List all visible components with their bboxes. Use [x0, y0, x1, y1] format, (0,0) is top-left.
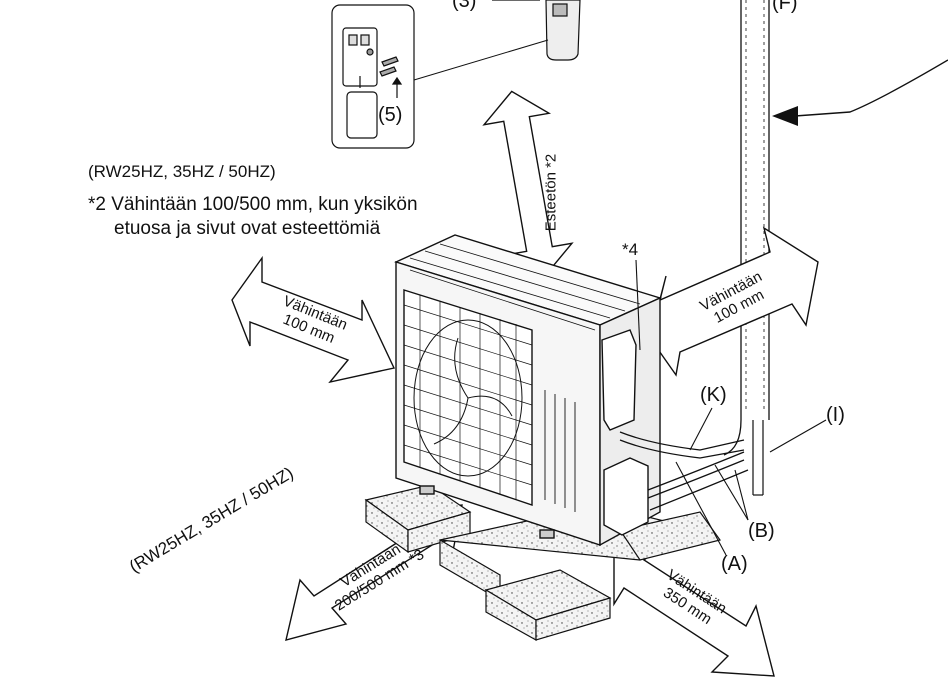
left-clearance-arrow	[231, 255, 396, 384]
label-a: (A)	[721, 553, 748, 575]
label-f: (F)	[772, 0, 798, 14]
label-k: (K)	[700, 384, 727, 406]
vertical-pipe	[723, 0, 770, 456]
label-3: (3)	[452, 0, 477, 12]
label-star4: *4	[622, 240, 639, 259]
pipe-pointer-arrow	[794, 59, 948, 117]
note2-line1: *2 Vähintään 100/500 mm, kun yksikön	[88, 194, 418, 215]
model-note-top: (RW25HZ, 35HZ / 50HZ)	[88, 162, 276, 181]
remote-leader-line	[413, 39, 549, 81]
label-b: (B)	[748, 520, 775, 542]
refrigerant-pipes	[619, 431, 749, 511]
top-clearance-label: Esteetön *2	[542, 153, 560, 232]
label-5: (5)	[378, 104, 403, 126]
pipe-pointer-arrowhead	[772, 106, 798, 126]
label-i: (I)	[826, 404, 845, 426]
leader-lines	[635, 259, 827, 556]
drain-hose	[752, 420, 764, 496]
note2-line2: etuosa ja sivut ovat esteettömiä	[114, 218, 381, 239]
right-clearance-arrow	[649, 226, 819, 377]
outdoor-unit	[394, 234, 662, 547]
remote-detail-box	[331, 4, 415, 149]
remote-control	[545, 0, 581, 61]
